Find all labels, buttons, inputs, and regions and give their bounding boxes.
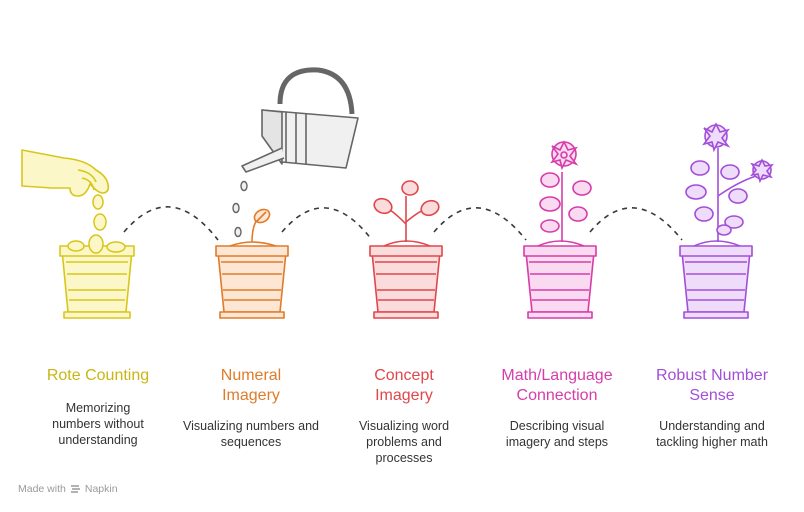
stage-description: Understanding and tackling higher math — [656, 419, 768, 449]
stage-concept-imagery: Concept Imagery Visualizing word problem… — [329, 366, 479, 466]
stage-numeral-imagery: Numeral Imagery Visualizing numbers and … — [176, 366, 326, 450]
stage-title: Math/Language Connection — [501, 367, 613, 404]
connector-2-3 — [281, 207, 373, 241]
watering-can-icon — [241, 67, 359, 173]
stage-description: Describing visual imagery and steps — [505, 419, 609, 449]
stage-rote-counting: Rote Counting Memorizing numbers without… — [23, 366, 173, 448]
stage-description: Memorizing numbers without understanding — [52, 401, 144, 447]
stage-title: Rote Counting — [46, 367, 150, 384]
flower-icon — [685, 122, 774, 242]
stage-title: Numeral Imagery — [220, 367, 282, 404]
sprout-icon — [373, 180, 440, 242]
water-drop-icon — [232, 180, 248, 238]
flower-icon — [539, 140, 592, 242]
stage-math-language-connection: Math/Language Connection Describing visu… — [482, 366, 632, 450]
stage-title: Concept Imagery — [374, 367, 434, 404]
hand-icon — [21, 149, 110, 197]
stage-robust-number-sense: Robust Number Sense Understanding and ta… — [637, 366, 787, 450]
plant-pot-icon — [679, 240, 753, 319]
connector-4-5 — [589, 207, 683, 241]
plant-pot-icon — [523, 240, 597, 319]
napkin-logo-icon — [70, 484, 80, 493]
plant-pot-icon — [369, 240, 443, 319]
made-with-label: Made with — [18, 483, 66, 495]
coin-icon — [67, 194, 126, 254]
stage-description: Visualizing numbers and sequences — [183, 419, 319, 449]
stage-description: Visualizing word problems and processes — [358, 419, 450, 465]
stage-title: Robust Number Sense — [655, 367, 769, 404]
connectors — [123, 206, 683, 241]
plant-pot-icon — [215, 241, 289, 319]
made-with-napkin[interactable]: Made with Napkin — [18, 483, 118, 495]
plant-pot-icon — [59, 245, 135, 319]
napkin-brand-label: Napkin — [84, 483, 118, 495]
sprout-icon — [251, 208, 271, 243]
connector-3-4 — [433, 207, 527, 241]
connector-1-2 — [123, 206, 219, 241]
